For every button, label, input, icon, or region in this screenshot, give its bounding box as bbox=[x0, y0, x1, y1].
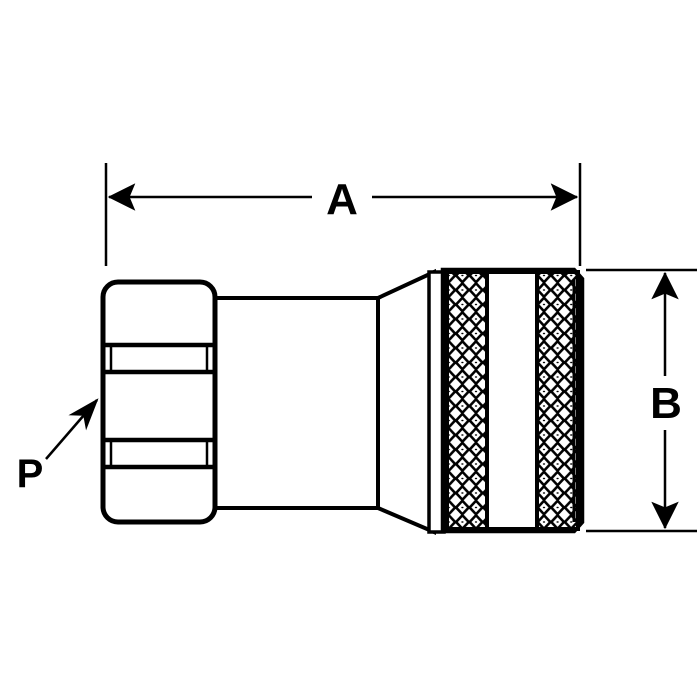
knurl-band-left-frame bbox=[445, 270, 489, 531]
hex-nut-outline bbox=[100, 279, 218, 525]
dimension-a-label: A bbox=[326, 175, 358, 224]
dimension-a-label-mask bbox=[312, 172, 372, 224]
hex-nut bbox=[100, 279, 218, 525]
callout-p-label: P bbox=[17, 452, 44, 496]
knurled-sleeve bbox=[440, 267, 585, 534]
port-thread-callout: P bbox=[17, 398, 99, 496]
overall-length-dimension: A bbox=[104, 163, 582, 266]
coupler-body bbox=[203, 296, 380, 510]
dimension-b-label: B bbox=[650, 379, 682, 428]
dimension-b-label-mask bbox=[640, 376, 692, 430]
knurl-band-right bbox=[537, 272, 578, 529]
coupler-assembly bbox=[100, 267, 585, 536]
knurl-band-right-frame bbox=[535, 270, 580, 531]
callout-leader-line bbox=[45, 398, 99, 460]
body-taper bbox=[376, 268, 436, 536]
knurl-band-left bbox=[447, 272, 487, 529]
body-diameter-dimension: B bbox=[586, 268, 697, 533]
